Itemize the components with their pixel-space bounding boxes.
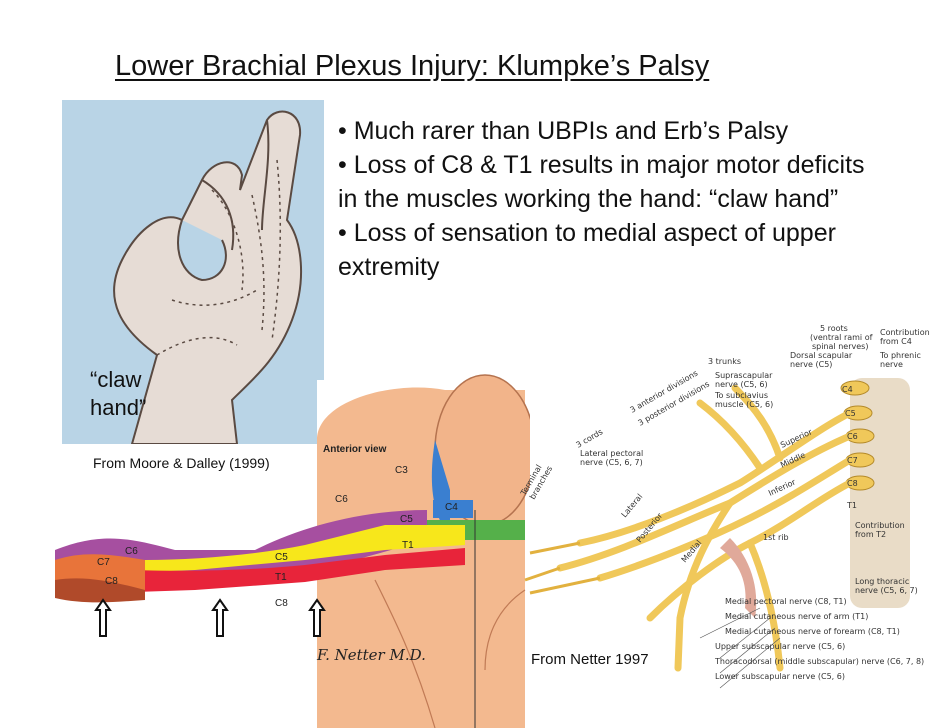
diagram-label: Contribution xyxy=(855,521,905,530)
diagram-label: 5 roots xyxy=(820,324,848,333)
diagram-label: Lateral xyxy=(620,492,645,519)
diagram-label: from T2 xyxy=(855,530,886,539)
segment-label: C8 xyxy=(105,576,118,587)
brachial-plexus-illustration: 5 roots (ventral rami of spinal nerves) … xyxy=(520,324,930,689)
up-arrow-icon xyxy=(308,598,326,637)
root-label: C7 xyxy=(847,456,858,465)
hand-caption: “claw hand” xyxy=(90,367,147,420)
claw-hand-illustration xyxy=(62,100,324,444)
segment-label: C5 xyxy=(275,552,288,563)
view-label: Anterior view xyxy=(323,444,387,455)
netter-signature: F. Netter M.D. xyxy=(316,646,426,664)
segment-label: T1 xyxy=(275,572,287,583)
dermatome-illustration: Anterior view C3 C4 C5 C6 T1 C5 T1 C8 C6… xyxy=(55,374,530,728)
diagram-label: Contribution xyxy=(880,328,930,337)
root-label: C8 xyxy=(847,479,858,488)
diagram-label: Medial cutaneous nerve of arm (T1) xyxy=(725,612,868,621)
segment-label: C6 xyxy=(125,546,138,557)
diagram-label: 3 trunks xyxy=(708,357,741,366)
diagram-label: nerve (C5) xyxy=(790,360,832,369)
diagram-label: Long thoracic xyxy=(855,577,909,586)
diagram-label: To phrenic xyxy=(879,351,921,360)
hand-figure-credit: From Moore & Dalley (1999) xyxy=(93,455,270,471)
root-label: C5 xyxy=(845,409,856,418)
segment-label: C4 xyxy=(445,502,458,513)
diagram-label: Thoracodorsal (middle subscapular) nerve… xyxy=(714,657,924,666)
diagram-label: nerve (C5, 6, 7) xyxy=(855,586,918,595)
diagram-label: Dorsal scapular xyxy=(790,351,853,360)
diagram-label: nerve (C5, 6, 7) xyxy=(580,458,643,467)
diagram-label: nerve xyxy=(880,360,903,369)
diagram-label: 3 cords xyxy=(575,427,605,449)
segment-label: C6 xyxy=(335,494,348,505)
bullet-item: • Much rarer than UBPIs and Erb’s Palsy xyxy=(338,117,789,145)
diagram-label: Lower subscapular nerve (C5, 6) xyxy=(715,672,845,681)
bullet-item: • Loss of sensation to medial aspect of … xyxy=(338,219,836,281)
up-arrow-icon xyxy=(94,598,112,637)
segment-label: C7 xyxy=(97,557,110,568)
plexus-figure-credit: From Netter 1997 xyxy=(531,651,649,668)
segment-label: C5 xyxy=(400,514,413,525)
bullet-item: • Loss of C8 & T1 results in major motor… xyxy=(338,151,865,213)
segment-label: C8 xyxy=(275,598,288,609)
diagram-label: muscle (C5, 6) xyxy=(715,400,773,409)
segment-label: T1 xyxy=(402,540,414,551)
root-label: T1 xyxy=(846,501,857,510)
diagram-label: from C4 xyxy=(880,337,912,346)
diagram-label: Medial pectoral nerve (C8, T1) xyxy=(725,597,847,606)
diagram-label: spinal nerves) xyxy=(812,342,868,351)
root-label: C4 xyxy=(842,385,853,394)
diagram-label: Medial cutaneous nerve of forearm (C8, T… xyxy=(725,627,900,636)
diagram-label: Lateral pectoral xyxy=(580,449,643,458)
root-label: C6 xyxy=(847,432,858,441)
segment-label: C3 xyxy=(395,465,408,476)
bullet-list: • Much rarer than UBPIs and Erb’s Palsy … xyxy=(338,114,878,284)
diagram-label: To subclavius xyxy=(714,391,768,400)
diagram-label: nerve (C5, 6) xyxy=(715,380,768,389)
up-arrow-icon xyxy=(211,598,229,637)
diagram-label: Suprascapular xyxy=(715,371,773,380)
diagram-label: Upper subscapular nerve (C5, 6) xyxy=(715,642,845,651)
diagram-label: 1st rib xyxy=(763,533,789,542)
diagram-label: (ventral rami of xyxy=(810,333,873,342)
slide-title: Lower Brachial Plexus Injury: Klumpke’s … xyxy=(115,50,710,82)
